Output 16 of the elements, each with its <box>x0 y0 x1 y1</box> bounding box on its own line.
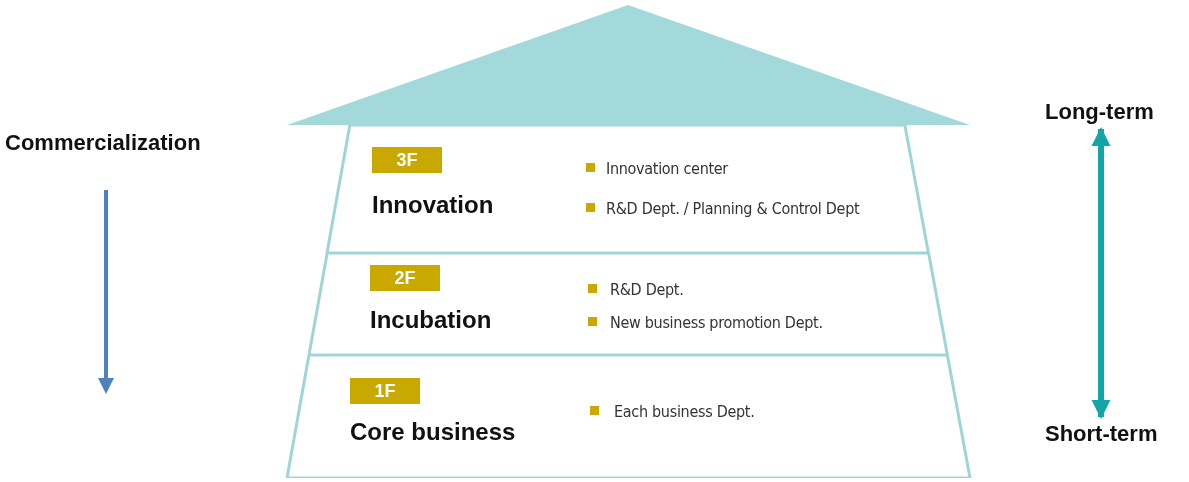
list-item-text: Innovation center <box>606 159 728 179</box>
floor-heading: Core business <box>350 417 516 447</box>
floor-badge: 2F <box>370 265 440 291</box>
term-label: Short-term <box>1045 419 1158 449</box>
roof-triangle <box>287 5 970 125</box>
list-item-text: Each business Dept. <box>614 402 755 422</box>
list-item-text: R&D Dept. / Planning & Control Dept <box>606 199 860 219</box>
floor-badge: 1F <box>350 378 420 404</box>
floor-badge: 3F <box>372 147 442 173</box>
term-label: Long-term <box>1045 97 1154 127</box>
floor-heading: Innovation <box>372 190 494 220</box>
axis-label: Commercialization <box>5 129 201 157</box>
list-item-text: New business promotion Dept. <box>610 313 823 333</box>
double-arrow <box>1091 127 1111 419</box>
floor-heading: Incubation <box>370 305 492 335</box>
list-item-text: R&D Dept. <box>610 280 684 300</box>
